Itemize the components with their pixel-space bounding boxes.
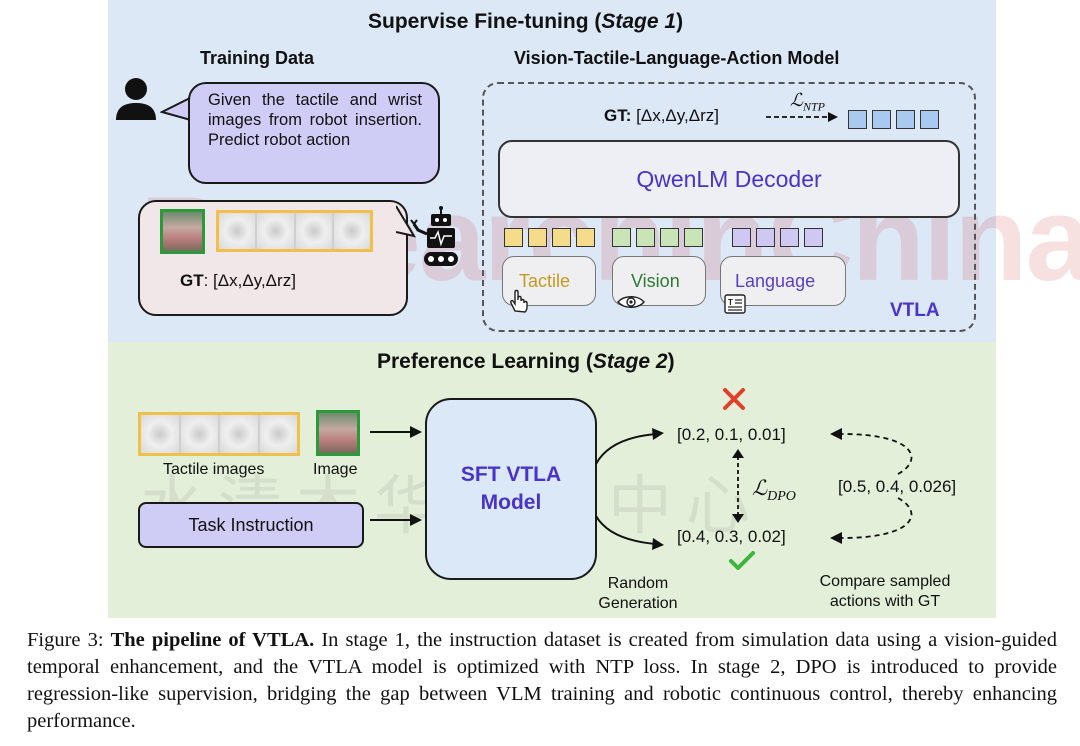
dpo-arrow: [732, 449, 744, 523]
image-label: Image: [313, 461, 358, 478]
text-document-icon: T: [724, 294, 746, 314]
dpo-loss: ℒDPO: [752, 476, 796, 505]
check-icon: [729, 551, 755, 570]
tactile-token: [552, 228, 571, 247]
tactile-token: [576, 228, 595, 247]
tactile-images-label: Tactile images: [163, 461, 265, 478]
reject-cross-icon: [723, 388, 745, 410]
model-title: Vision-Tactile-Language-Action Model: [514, 48, 840, 68]
qwenlm-decoder: QwenLM Decoder: [498, 140, 960, 218]
output-token: [896, 110, 915, 129]
output-token: [920, 110, 939, 129]
vision-token: [684, 228, 703, 247]
gt-action: [0.5, 0.4, 0.026]: [838, 477, 957, 496]
stage2-wrist-image: [316, 410, 360, 456]
ntp-loss: ℒNTP: [790, 90, 825, 114]
language-token: [780, 228, 799, 247]
vtla-label: VTLA: [890, 300, 940, 321]
training-data-title: Training Data: [200, 48, 315, 68]
compare-label: Compare sampled actions with GT: [819, 573, 951, 610]
language-encoder: Language: [720, 256, 846, 306]
wrist-image: [160, 209, 205, 254]
vision-token: [612, 228, 631, 247]
svg-text:T: T: [728, 298, 733, 307]
input-arrows: [370, 426, 422, 526]
stage2-title: Preference Learning (Stage 2): [377, 350, 675, 373]
touch-icon: [510, 289, 528, 313]
gt-top-label: GT: [Δx,Δy,Δrz]: [604, 106, 719, 125]
vtla-model-box: [482, 82, 976, 332]
vision-encoder-label: Vision: [631, 271, 680, 291]
eye-icon: [617, 296, 645, 308]
instruction-bubble: Given the tactile and wrist images from …: [188, 82, 440, 184]
output-token: [872, 110, 891, 129]
tactile-token: [504, 228, 523, 247]
instruction-text: Given the tactile and wrist images from …: [208, 91, 422, 149]
gt-label: GT: [Δx,Δy,Δrz]: [180, 271, 296, 290]
language-token: [804, 228, 823, 247]
language-encoder-label: Language: [735, 271, 816, 291]
vision-token: [660, 228, 679, 247]
vision-token: [636, 228, 655, 247]
stage1-title: Supervise Fine-tuning (Stage 1): [368, 10, 684, 33]
tactile-image-strip: [216, 210, 373, 252]
tactile-encoder-label: Tactile: [519, 271, 571, 291]
output-token: [848, 110, 867, 129]
random-generation-label: Random Generation: [598, 575, 678, 612]
tactile-token: [528, 228, 547, 247]
rejected-action: [0.2, 0.1, 0.01]: [677, 425, 786, 444]
panel-tail: [396, 205, 416, 238]
tactile-images-strip: [138, 412, 300, 456]
task-instruction-box: Task Instruction: [138, 502, 364, 548]
figure-caption: Figure 3: The pipeline of VTLA. In stage…: [27, 629, 1058, 732]
language-token: [732, 228, 751, 247]
vision-encoder: Vision: [612, 256, 706, 306]
generation-arrows: [595, 428, 664, 550]
sft-vtla-model: SFT VTLA Model: [425, 398, 597, 580]
language-token: [756, 228, 775, 247]
user-icon: [116, 78, 156, 120]
ntp-arrow: [766, 112, 838, 122]
compare-arrows: [830, 428, 913, 544]
chosen-action: [0.4, 0.3, 0.02]: [677, 527, 786, 546]
robot-icon: [410, 206, 458, 266]
